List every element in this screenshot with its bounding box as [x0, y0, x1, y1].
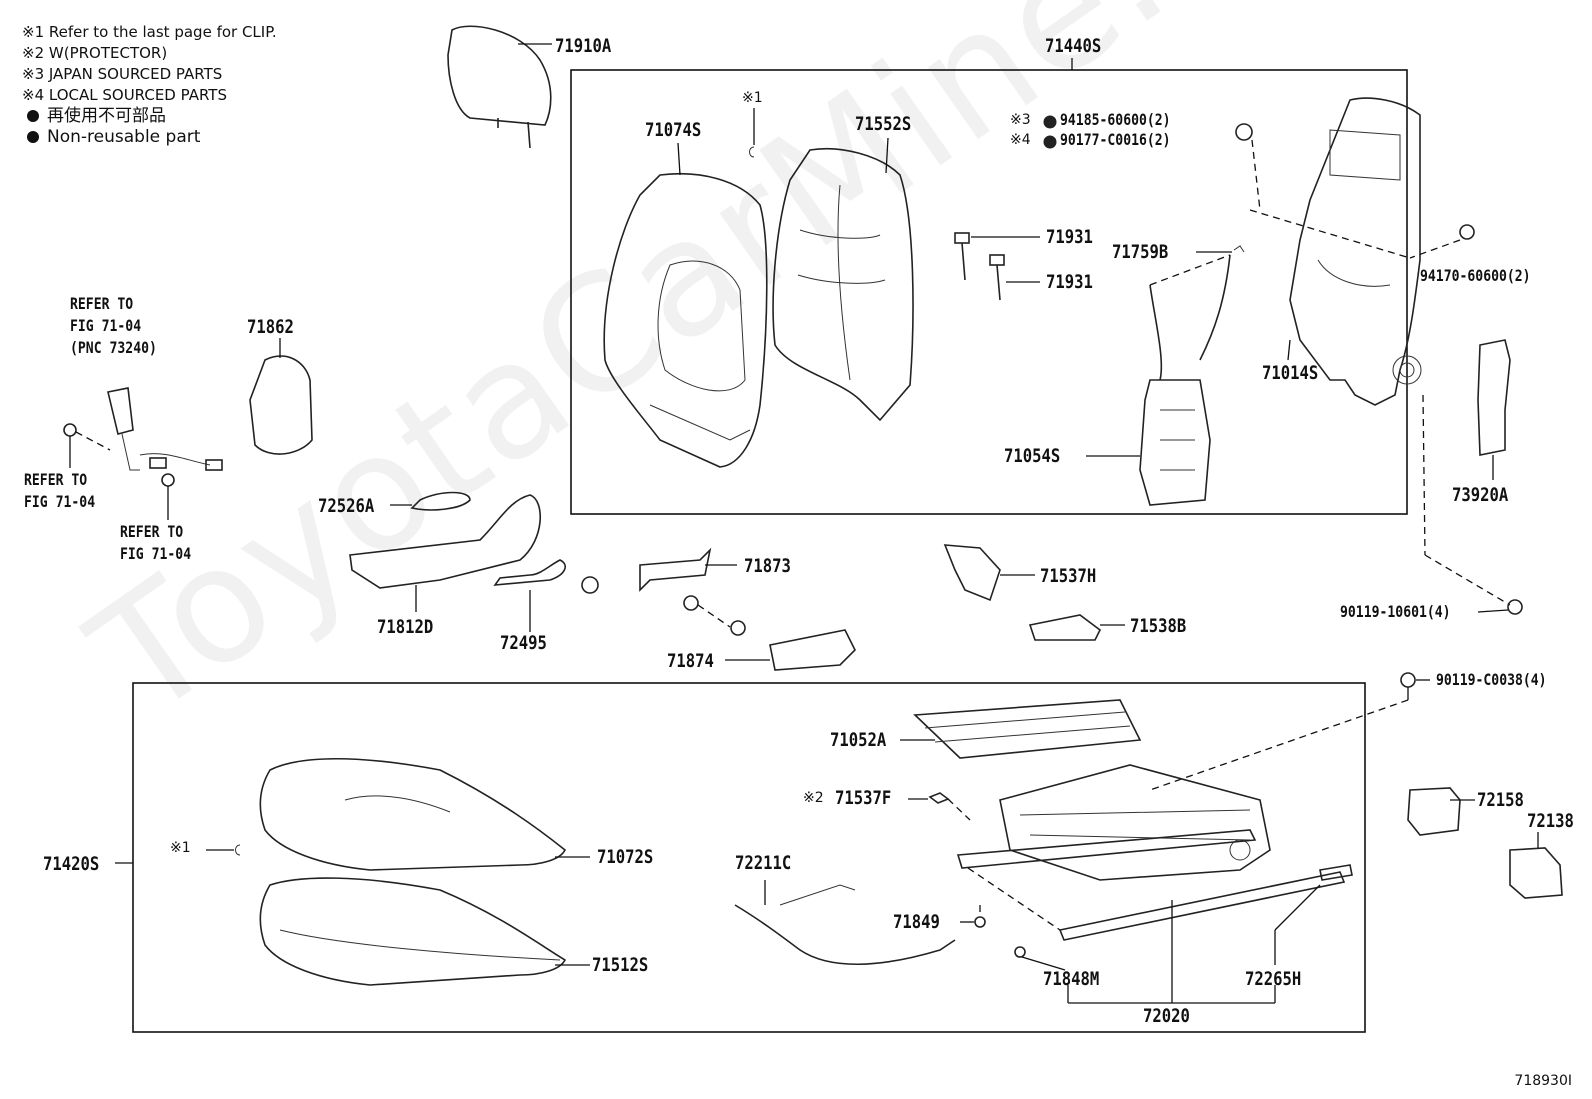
cushion-pad-drawing — [259, 877, 590, 986]
recliner-cover-drawing — [943, 544, 1125, 641]
part-label-71512S: 71512S — [592, 954, 649, 976]
cushion-assembly-box — [132, 682, 1366, 1033]
part-label-72158: 72158 — [1477, 789, 1524, 811]
note-nonreusable-en-row: Non-reusable part — [22, 127, 277, 148]
part-label-71538B: 71538B — [1130, 615, 1187, 637]
side-cover-drawing — [1477, 339, 1511, 480]
part-label-72526A: 72526A — [318, 495, 375, 517]
seatback-pad-drawing — [772, 137, 914, 422]
headrest-drawing — [447, 25, 552, 149]
refer-to-left-line1: REFER TO — [24, 470, 88, 489]
part-label-94170-60600: 94170-60600(2) — [1420, 266, 1531, 285]
part-label-90119-10601: 90119-10601(4) — [1340, 602, 1451, 621]
part-label-72138: 72138 — [1527, 810, 1574, 832]
note-local: ※4 LOCAL SOURCED PARTS — [22, 86, 227, 104]
refer-to-top-line2: FIG 71-04 — [70, 316, 142, 335]
refer-to-mid-line1: REFER TO — [120, 522, 184, 541]
seatbelt-buckle-drawing — [63, 387, 223, 520]
part-label-71014S: 71014S — [1262, 362, 1319, 384]
refer-to-top-line3: (PNC 73240) — [70, 338, 157, 357]
bullet-icon — [27, 110, 39, 122]
clip-mark-bottom: ※1 — [170, 840, 191, 856]
part-label-71849: 71849 — [893, 911, 940, 933]
cover-72138-drawing — [1509, 832, 1563, 899]
refer-to-top-line1: REFER TO — [70, 294, 134, 313]
seatback-frame-drawing — [1287, 97, 1422, 406]
part-label-73920A: 73920A — [1452, 484, 1509, 506]
clip-mark-top: ※1 — [742, 90, 763, 106]
part-label-71537H: 71537H — [1040, 565, 1097, 587]
part-label-72265H: 72265H — [1245, 968, 1302, 990]
bolt-71931-drawing — [954, 232, 1040, 301]
part-label-71074S: 71074S — [645, 119, 702, 141]
bullet-icon — [27, 131, 39, 143]
protector-mark: ※2 — [803, 790, 824, 806]
part-label-72495: 72495 — [500, 632, 547, 654]
part-label-71537F: 71537F — [835, 787, 892, 809]
refer-to-mid-line2: FIG 71-04 — [120, 544, 192, 563]
seatback-cover-drawing — [603, 142, 768, 468]
part-label-71054S: 71054S — [1004, 445, 1061, 467]
part-label-71812D: 71812D — [377, 616, 434, 638]
note-nonreusable-ja-row: 再使用不可部品 — [22, 106, 277, 127]
cushion-cover-drawing — [259, 757, 590, 871]
refer-to-left-line2: FIG 71-04 — [24, 492, 96, 511]
wire-72211C-drawing — [734, 904, 956, 966]
japan-mark: ※3 — [1010, 112, 1031, 128]
notes-legend: ※1 Refer to the last page for CLIP. ※2 W… — [22, 22, 277, 148]
part-label-71931-upper: 71931 — [1046, 226, 1093, 248]
part-label-71440S: 71440S — [1045, 35, 1102, 57]
note-nonreusable-en: Non-reusable part — [47, 127, 201, 147]
part-label-71552S: 71552S — [855, 113, 912, 135]
part-label-71862: 71862 — [247, 316, 294, 338]
note-nonreusable-ja: 再使用不可部品 — [47, 106, 166, 126]
part-label-71910A: 71910A — [555, 35, 612, 57]
local-mark: ※4 — [1010, 132, 1031, 148]
note-protector: ※2 W(PROTECTOR) — [22, 44, 168, 62]
part-label-71052A: 71052A — [830, 729, 887, 751]
seatback-assembly-box — [570, 69, 1408, 515]
part-label-71420S: 71420S — [43, 853, 100, 875]
cover-72158-drawing — [1407, 787, 1475, 836]
part-label-72020: 72020 — [1143, 1005, 1190, 1027]
lumbar-support-drawing — [1086, 245, 1245, 506]
part-label-71873: 71873 — [744, 555, 791, 577]
cushion-shield-drawing — [349, 491, 541, 612]
note-clip: ※1 Refer to the last page for CLIP. — [22, 23, 277, 41]
part-label-71072S: 71072S — [597, 846, 654, 868]
hinge-cover-drawing — [639, 547, 856, 671]
seat-frame-drawing — [956, 764, 1346, 941]
part-label-71874: 71874 — [667, 650, 714, 672]
figure-id: 718930I — [1514, 1073, 1572, 1089]
part-label-71759B: 71759B — [1112, 241, 1169, 263]
part-label-94185-60600: 94185-60600(2) — [1060, 110, 1171, 129]
seat-heater-mat-drawing — [900, 699, 1142, 759]
bracket-72495-drawing — [493, 559, 599, 632]
part-label-71931-lower: 71931 — [1046, 271, 1093, 293]
side-shield-drawing — [249, 338, 313, 455]
part-label-90119-C0038: 90119-C0038(4) — [1436, 670, 1547, 689]
part-label-72211C: 72211C — [735, 852, 792, 874]
note-japan: ※3 JAPAN SOURCED PARTS — [22, 65, 223, 83]
part-label-71848M: 71848M — [1043, 968, 1100, 990]
part-label-90177-C0016: 90177-C0016(2) — [1060, 130, 1171, 149]
